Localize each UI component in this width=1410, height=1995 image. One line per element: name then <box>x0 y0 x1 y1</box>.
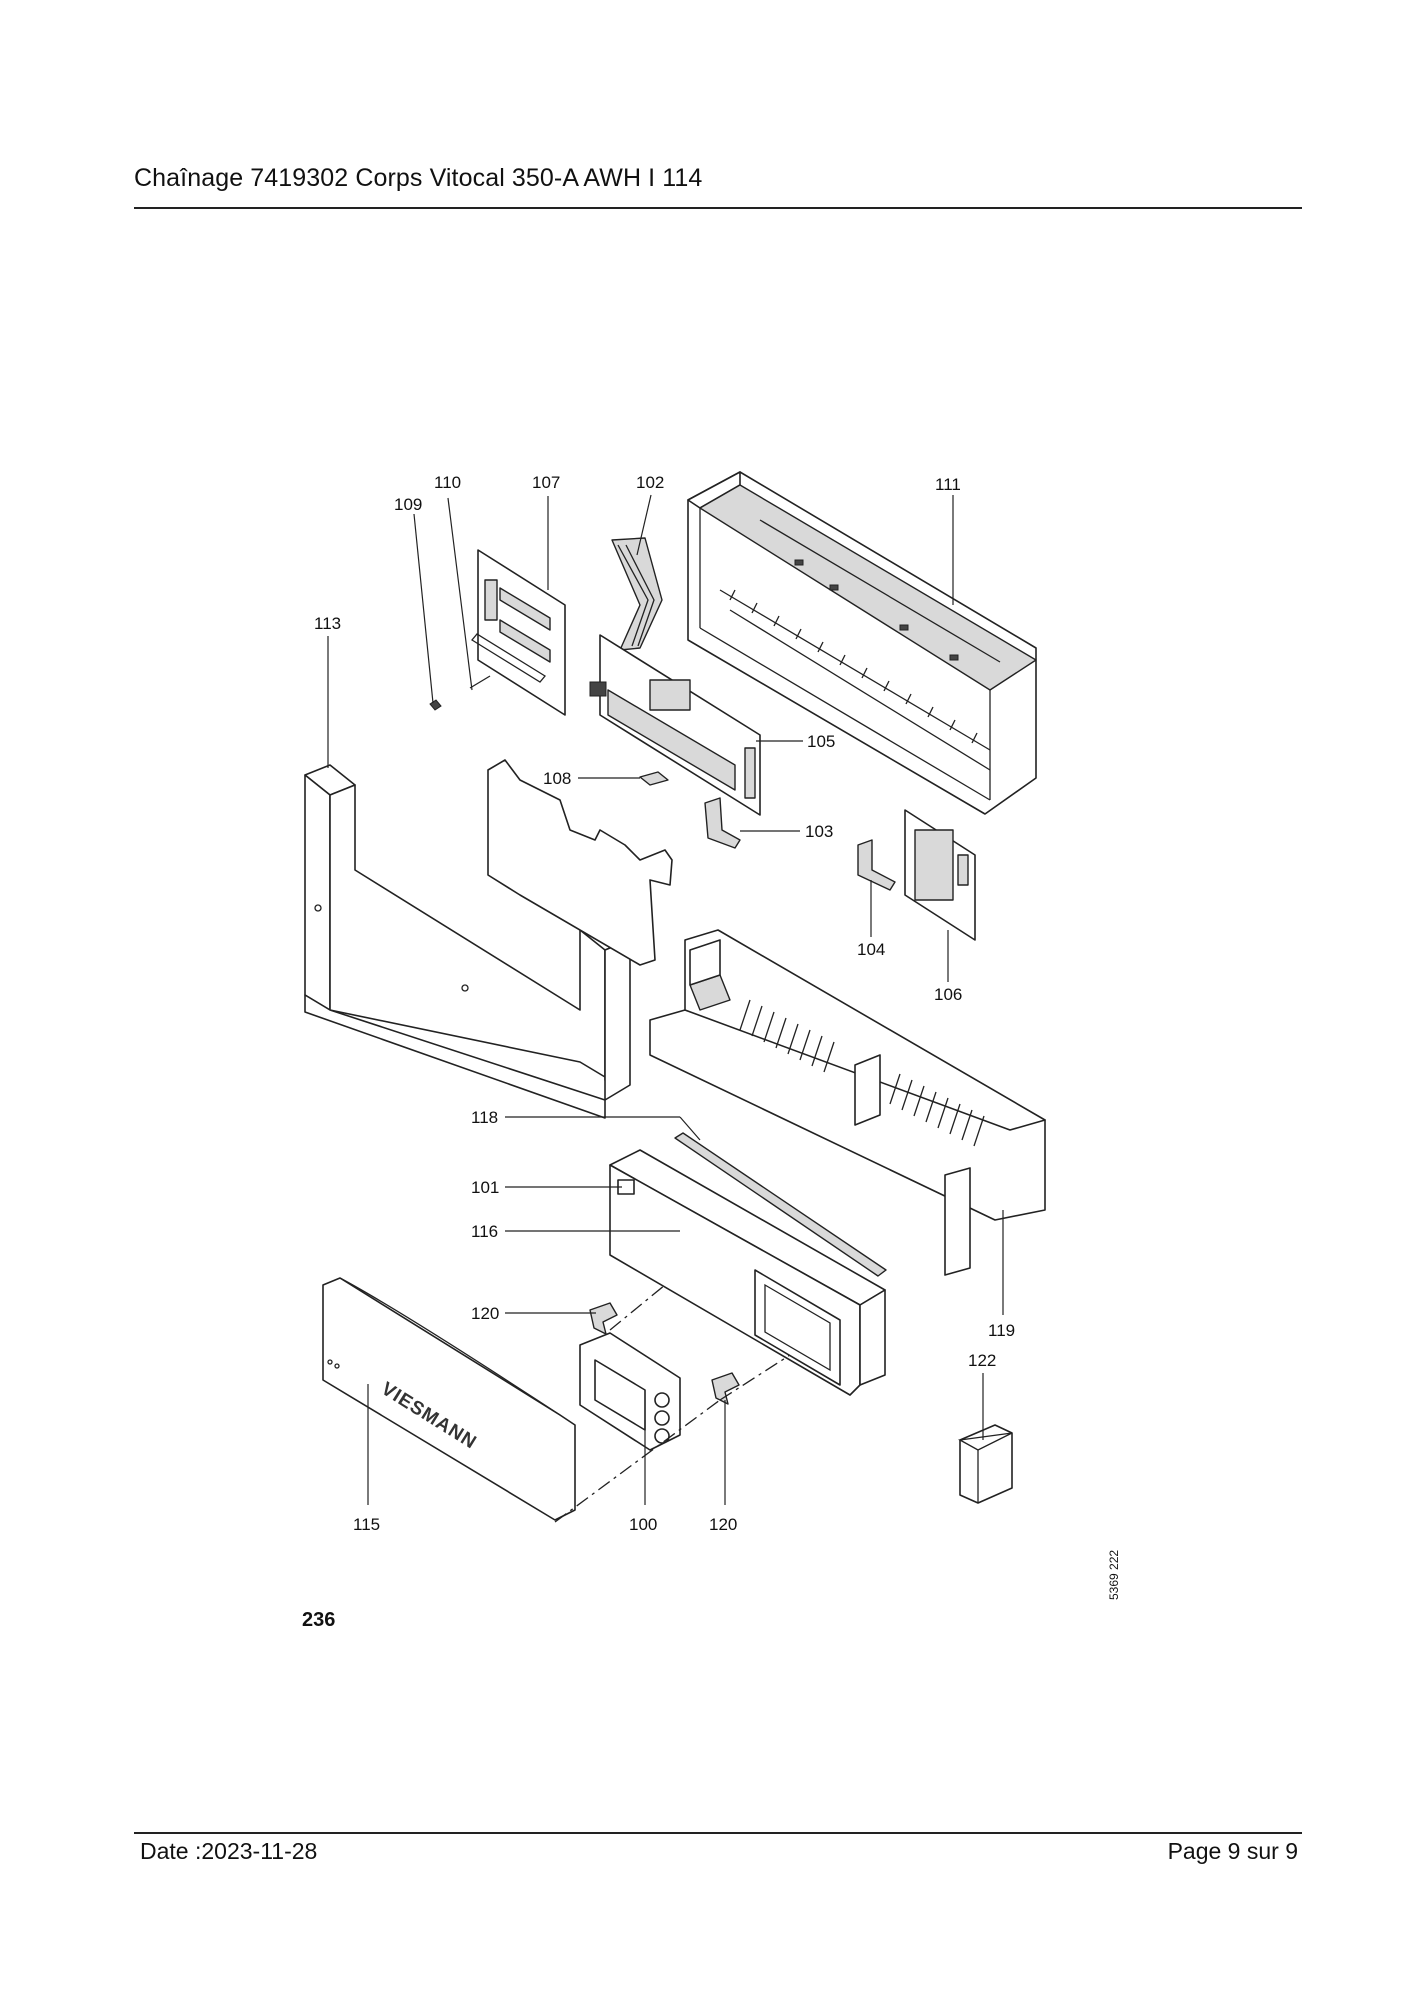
callout-119: 119 <box>988 1321 1015 1340</box>
part-111-housing <box>687 471 1037 815</box>
drawing-code: 5369 222 <box>1107 1550 1121 1600</box>
callout-108: 108 <box>543 769 571 788</box>
part-115-front-cover: VIESMANN <box>322 1277 576 1521</box>
leader-lines <box>327 494 1004 1505</box>
part-109-screw <box>429 699 442 711</box>
footer-divider <box>134 1832 1302 1834</box>
callout-118: 118 <box>471 1108 498 1127</box>
callout-111: 111 <box>935 475 961 494</box>
callout-105: 105 <box>807 732 835 751</box>
callout-106: 106 <box>934 985 962 1004</box>
callout-107: 107 <box>532 473 560 492</box>
callout-120-right: 120 <box>709 1515 737 1534</box>
callout-122: 122 <box>968 1351 996 1370</box>
part-122-module <box>957 1424 1013 1504</box>
figure-number: 236 <box>302 1609 335 1631</box>
callout-104: 104 <box>857 940 885 959</box>
callout-113: 113 <box>314 614 341 633</box>
callout-115: 115 <box>353 1515 380 1534</box>
part-120-clip-left <box>589 1302 618 1335</box>
part-119-tray <box>649 929 1046 1276</box>
assembly-lines <box>554 1284 791 1523</box>
callout-100: 100 <box>629 1515 657 1534</box>
part-107-board <box>471 549 566 716</box>
part-120-clip-right <box>711 1372 740 1405</box>
part-insulation-panel <box>487 759 673 966</box>
page-number: Page 9 sur 9 <box>1167 1838 1298 1864</box>
part-106-board <box>904 809 976 941</box>
part-118-rail <box>674 1132 887 1277</box>
callout-110: 110 <box>434 473 461 492</box>
part-100-control-panel <box>579 1332 681 1451</box>
part-102-ribbon-cable <box>611 537 663 651</box>
part-113-frame <box>304 764 631 1119</box>
callout-120-left: 120 <box>471 1304 499 1323</box>
part-116-control-housing <box>609 1149 886 1396</box>
callout-116: 116 <box>471 1222 498 1241</box>
part-103-ribbon-cable <box>704 797 741 849</box>
header-divider <box>134 207 1302 209</box>
part-110-spacer <box>469 675 491 689</box>
part-108-fuse <box>639 771 669 786</box>
page-title: Chaînage 7419302 Corps Vitocal 350-A AWH… <box>134 164 703 192</box>
callout-101: 101 <box>471 1178 499 1197</box>
part-105-board <box>589 634 761 816</box>
callout-103: 103 <box>805 822 833 841</box>
part-104-ribbon-cable <box>857 839 896 891</box>
callout-109: 109 <box>394 495 422 514</box>
footer-date: Date :2023-11-28 <box>140 1838 318 1864</box>
callout-102: 102 <box>636 473 664 492</box>
